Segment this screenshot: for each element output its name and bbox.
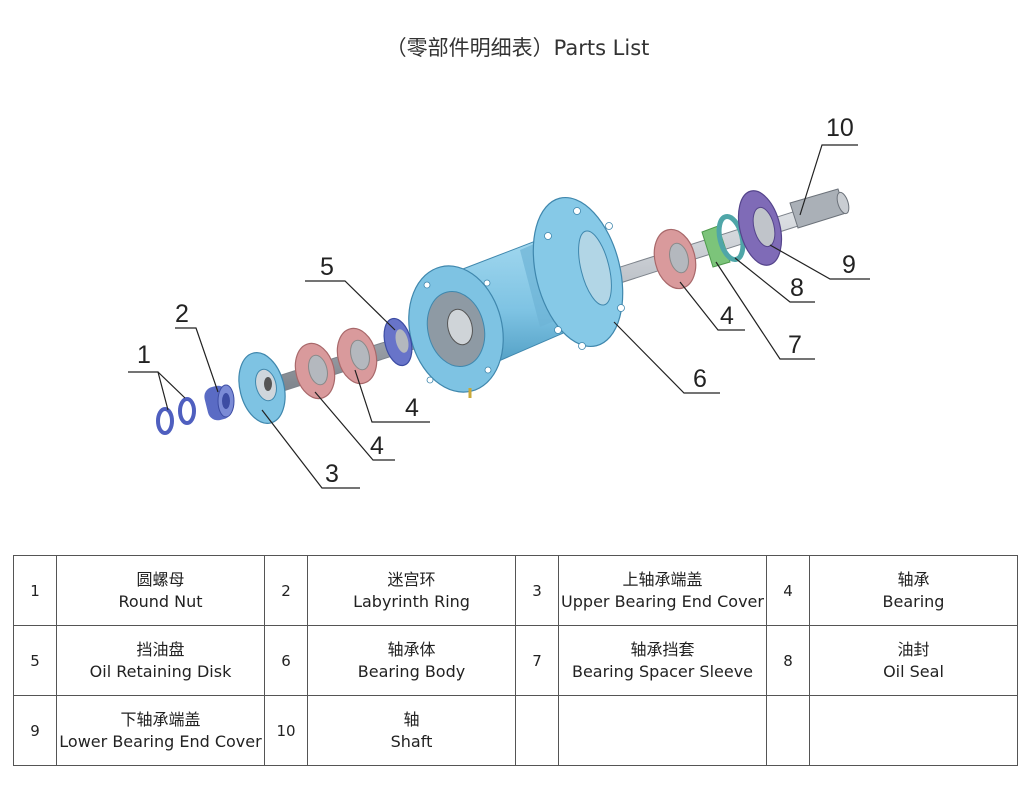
oil-retaining-disk (383, 317, 413, 367)
labyrinth-ring (204, 384, 235, 421)
part-number: 3 (515, 555, 559, 626)
callout-2: 2 (175, 300, 189, 328)
callout-4a: 4 (370, 432, 384, 460)
bearing-upper (653, 228, 697, 290)
part-name-zh: 轴承挡套 (630, 639, 695, 659)
part-number: 1 (13, 555, 57, 626)
part-number (515, 695, 559, 766)
callout-4b: 4 (405, 394, 419, 422)
upper-bearing-end-cover (238, 352, 286, 424)
part-number: 8 (766, 625, 810, 696)
callout-8: 8 (790, 274, 804, 302)
part-number: 7 (515, 625, 559, 696)
bearing-spacer-sleeve (701, 225, 731, 268)
round-nut (156, 397, 196, 435)
bearing-lower-pair (294, 327, 378, 400)
part-number: 9 (13, 695, 57, 766)
callout-6: 6 (693, 365, 707, 393)
callout-7: 7 (788, 331, 802, 359)
callout-1: 1 (137, 341, 151, 369)
part-name-en: Lower Bearing End Cover (59, 731, 262, 751)
part-name-zh: 挡油盘 (136, 639, 185, 659)
part-name-en: Oil Seal (883, 661, 944, 681)
part-number (766, 695, 810, 766)
bearing-body (408, 196, 625, 398)
part-number: 6 (264, 625, 308, 696)
part-name-en: Oil Retaining Disk (89, 661, 232, 681)
part-name-zh: 下轴承端盖 (120, 709, 201, 729)
page-title: （零部件明细表）Parts List (385, 36, 650, 60)
part-number: 2 (264, 555, 308, 626)
part-name-en: Bearing Spacer Sleeve (571, 661, 754, 681)
part-name-zh: 迷宫环 (387, 569, 436, 589)
part-name-en: Upper Bearing End Cover (561, 591, 764, 611)
part-name-cell (809, 695, 1018, 766)
part-number: 4 (766, 555, 810, 626)
callout-3: 3 (325, 460, 339, 488)
part-name-en: Shaft (390, 731, 433, 751)
part-name-en: Labyrinth Ring (353, 591, 470, 611)
part-number: 5 (13, 625, 57, 696)
callout-5: 5 (320, 253, 334, 281)
part-name-en: Bearing (882, 591, 945, 611)
callout-labels: 1 2 3 4 4 5 6 7 8 9 10 4 (137, 114, 856, 488)
part-name-en: Round Nut (118, 591, 203, 611)
part-name-en: Bearing Body (357, 661, 466, 681)
callout-10: 10 (826, 114, 854, 142)
part-number: 10 (264, 695, 308, 766)
part-name-zh: 上轴承端盖 (622, 569, 703, 589)
callout-4c: 4 (720, 302, 734, 330)
part-name-zh: 轴承体 (387, 639, 436, 659)
leader-lines (128, 144, 870, 489)
lower-bearing-end-cover (737, 190, 783, 266)
part-name-cell (558, 695, 767, 766)
exploded-assembly-diagram: 1 2 3 4 4 5 6 7 8 9 10 4 (128, 114, 870, 489)
part-name-zh: 油封 (897, 639, 930, 659)
part-name-zh: 轴承 (897, 569, 930, 589)
callout-9: 9 (842, 251, 856, 279)
part-name-zh: 圆螺母 (136, 569, 185, 589)
part-name-zh: 轴 (403, 709, 420, 729)
